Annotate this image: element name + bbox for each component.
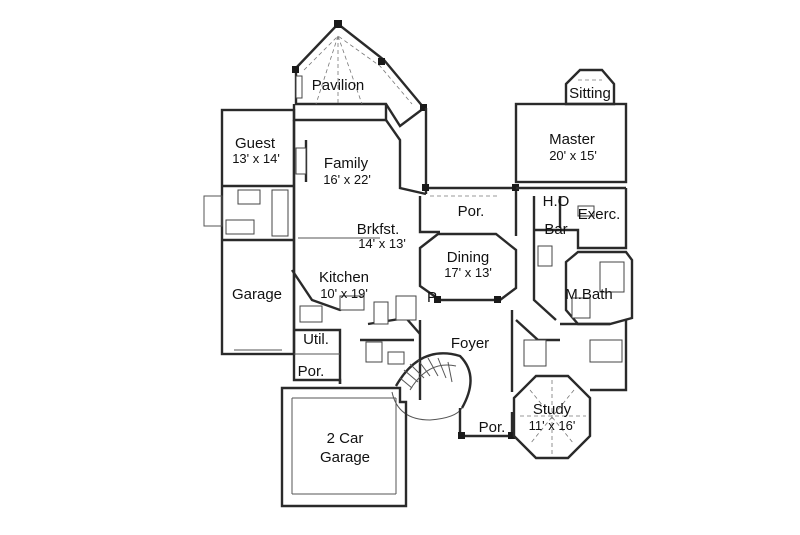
garage-label: Garage	[232, 286, 282, 303]
util-label: Util.	[303, 331, 329, 348]
kitchen-label: Kitchen	[319, 269, 369, 286]
brkfst-label: Brkfst.	[357, 221, 400, 238]
kitchen-dims: 10' x 19'	[320, 286, 368, 301]
foyer-walls	[391, 310, 515, 439]
room-labels: Pavilion Guest 13' x 14' Family 16' x 22…	[232, 77, 620, 466]
master-walls	[514, 68, 628, 321]
mbath-label: M.Bath	[565, 286, 613, 303]
guest-dims: 13' x 14'	[232, 151, 280, 166]
pavilion-structure	[292, 20, 427, 128]
master-label: Master	[549, 131, 595, 148]
car-garage-label-line1: 2 Car	[327, 430, 364, 447]
car-garage-label-line2: Garage	[320, 449, 370, 466]
bar-label: Bar	[544, 221, 567, 238]
p-small-label: P	[427, 289, 437, 306]
por-bottom-label: Por.	[479, 419, 506, 436]
two-car-garage-walls	[280, 386, 408, 508]
sitting-label: Sitting	[569, 85, 611, 102]
guest-label: Guest	[235, 135, 276, 152]
ho-label: H.O	[543, 193, 570, 210]
por-top-label: Por.	[458, 203, 485, 220]
master-dims: 20' x 15'	[549, 148, 597, 163]
brkfst-dims: 14' x 13'	[358, 236, 406, 251]
dining-walls	[418, 184, 519, 303]
study-dims: 11' x 16'	[529, 418, 576, 433]
main-walls	[291, 104, 428, 384]
dining-label: Dining	[447, 249, 490, 266]
foyer-label: Foyer	[451, 335, 489, 352]
dining-dims: 17' x 13'	[444, 265, 492, 280]
exerc-label: Exerc.	[578, 206, 621, 223]
pavilion-label: Pavilion	[312, 77, 365, 94]
study-walls	[512, 319, 628, 460]
study-label: Study	[533, 401, 572, 418]
mbath-walls	[560, 250, 634, 326]
por-left-label: Por.	[298, 363, 325, 380]
family-dims: 16' x 22'	[323, 172, 371, 187]
family-label: Family	[324, 155, 369, 172]
